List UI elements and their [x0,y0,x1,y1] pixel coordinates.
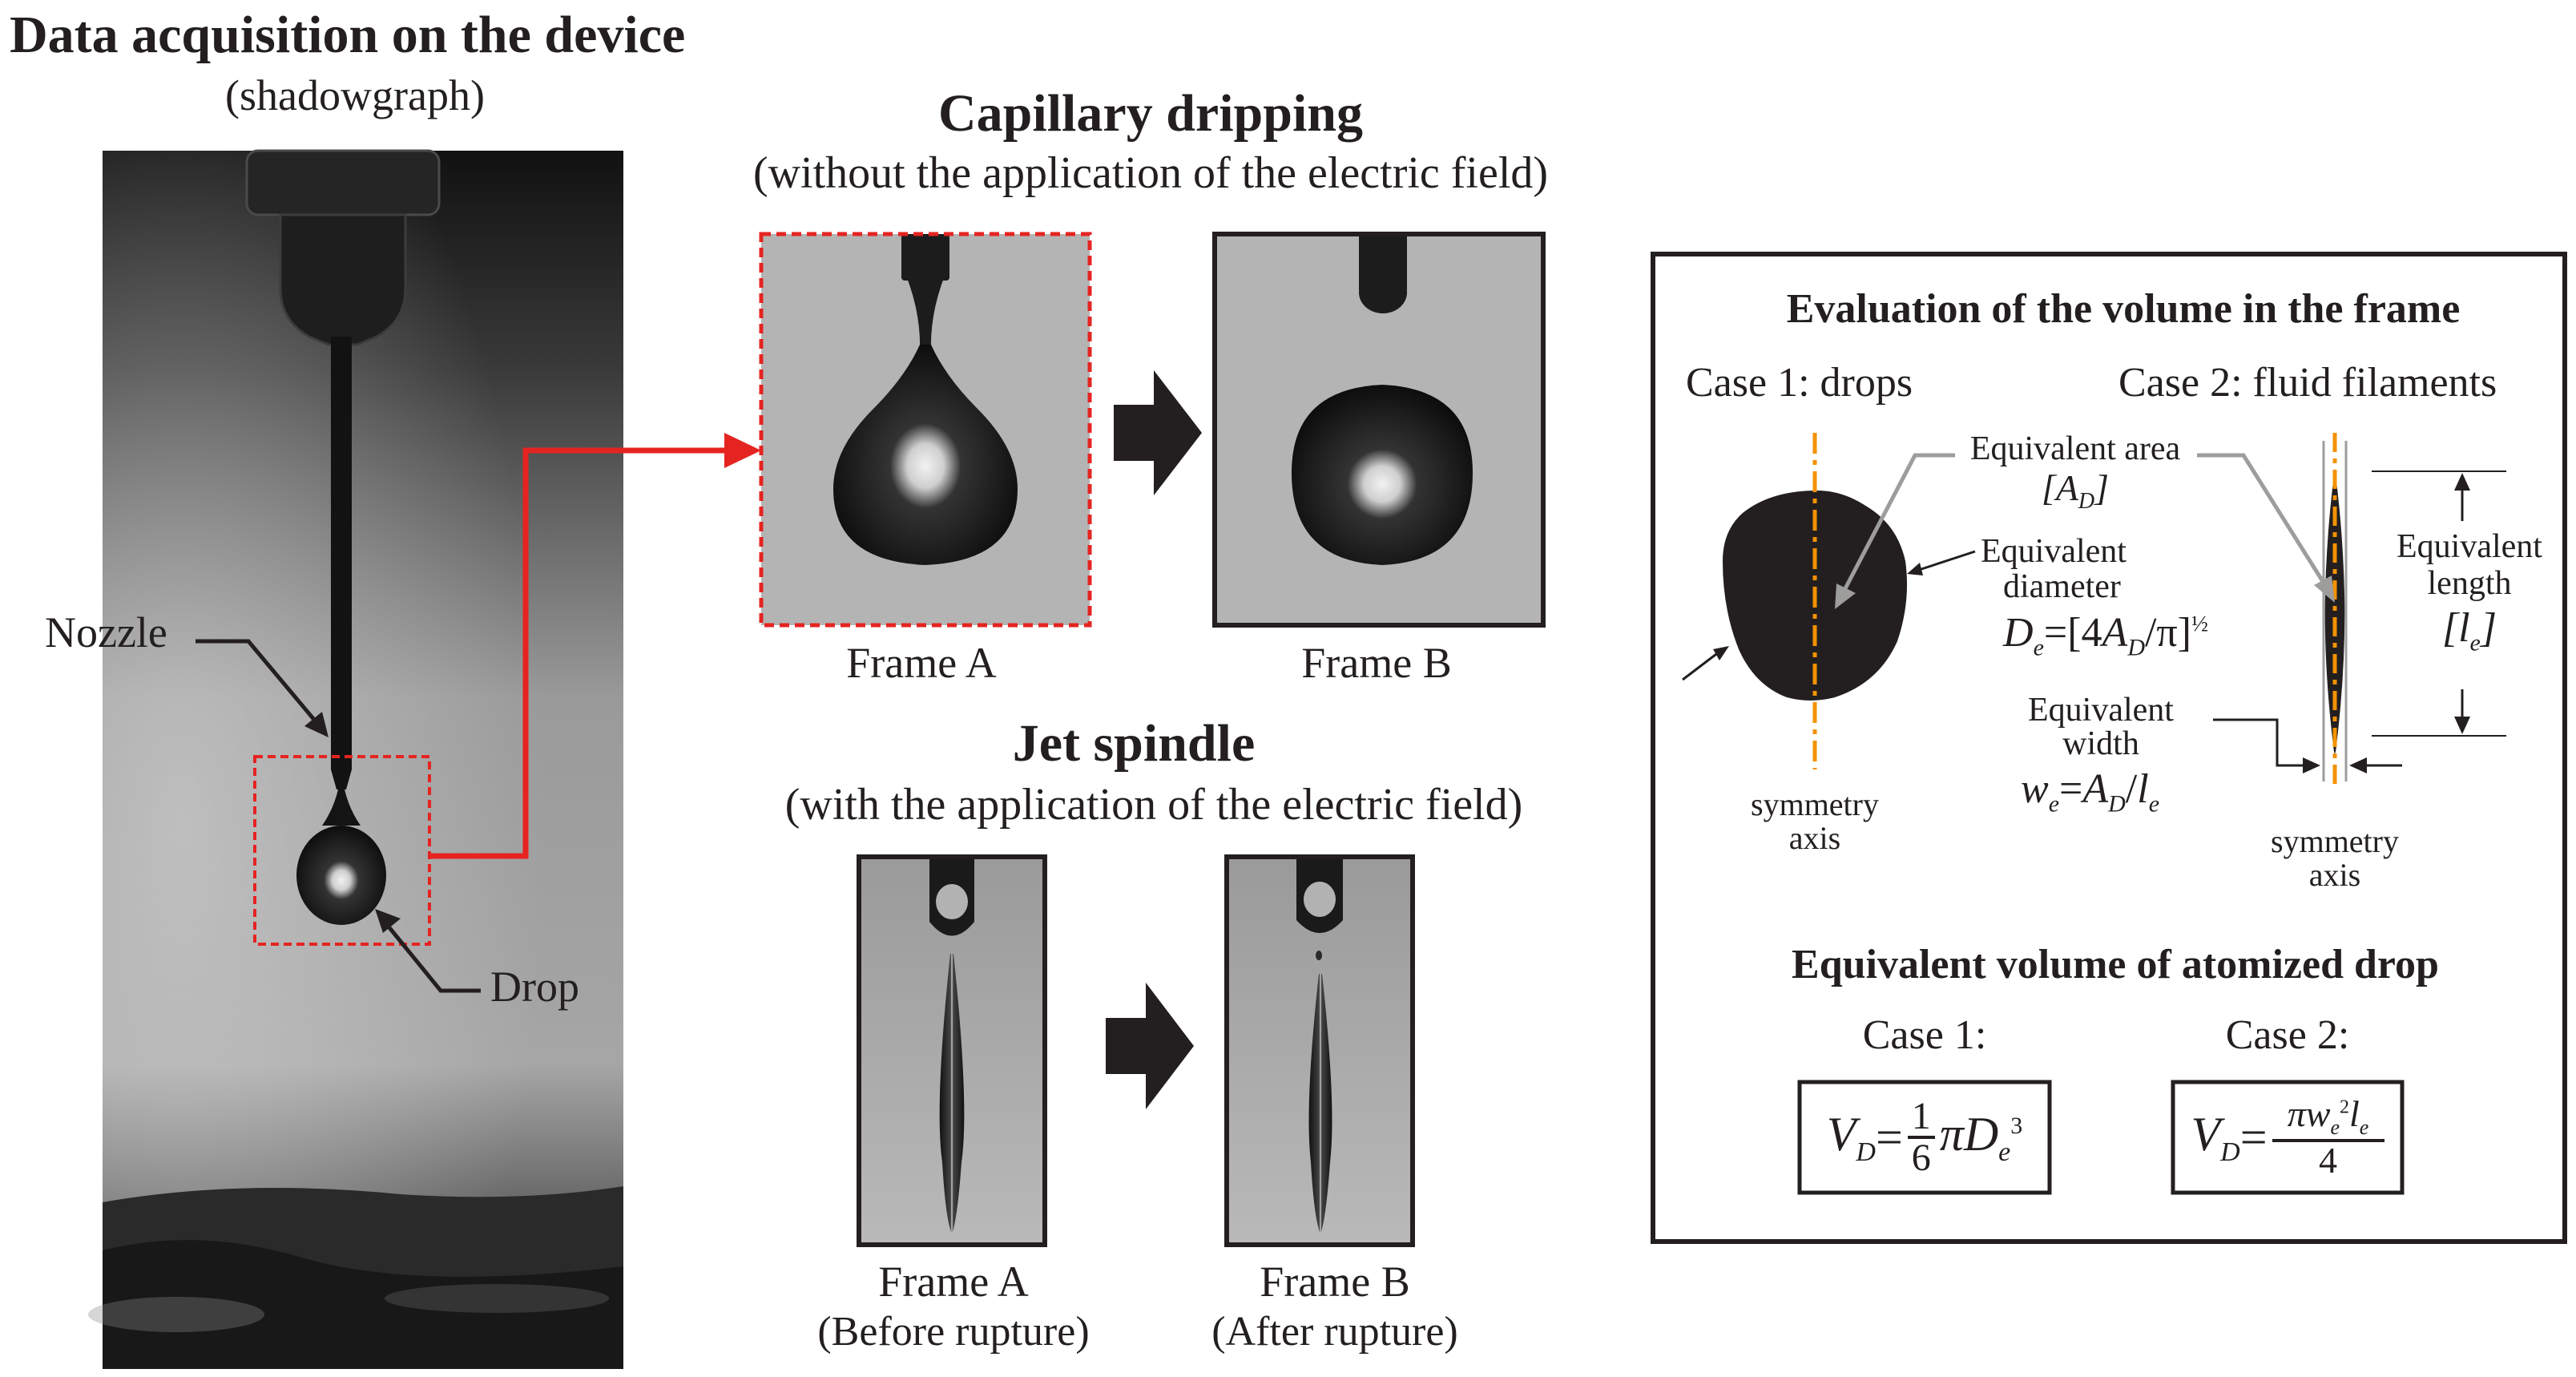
jet-frame-a [857,854,1047,1247]
capillary-title: Capillary dripping [938,84,1363,143]
case2-volume-label: Case 2: [2225,1012,2350,1058]
drop-pointer [383,920,481,993]
jet-transition-arrow [1106,983,1194,1109]
capillary-frame-a [759,232,1092,628]
capillary-frame-a-label: Frame A [846,639,997,687]
shadowgraph-photo [88,149,623,1369]
capillary-frame-b [1212,232,1546,628]
left-title: Data acquisition on the device [10,6,686,64]
equiv-length-label-1: Equivalent [2397,528,2542,565]
equiv-area-symbol: [AD] [2041,467,2110,515]
jet-subtitle: (with the application of the electric fi… [784,780,1523,830]
case2-filament-shape [2324,469,2345,753]
jet-frame-b-note: (After rupture) [1211,1309,1458,1355]
equiv-length-symbol: [le] [2441,605,2497,656]
case2-formula-box [2171,1080,2405,1195]
panel-title: Evaluation of the volume in the frame [1786,286,2461,332]
case1-symmetry-label-1: symmetry [1751,786,1879,822]
equiv-width-label-2: width [2062,725,2139,762]
case2-symmetry-label-2: axis [2308,857,2361,893]
left-subtitle: (shadowgraph) [225,71,485,119]
width-formula: we=AD/le [2021,766,2160,818]
equiv-length-label-2: length [2427,565,2512,602]
case1-symmetry-label-2: axis [1788,820,1841,856]
jet-title: Jet spindle [1012,714,1256,773]
evaluation-panel [1651,252,2567,1244]
case2-symmetry-label-1: symmetry [2271,823,2399,859]
capillary-frame-b-label: Frame B [1301,639,1452,687]
capillary-subtitle: (without the application of the electric… [752,148,1549,198]
nozzle-pointer [196,639,320,727]
roi-box [253,755,431,946]
case1-formula-box [1797,1080,2052,1195]
capillary-transition-arrow [1114,370,1202,495]
volume-title: Equivalent volume of atomized drop [1792,942,2439,987]
case1-heading: Case 1: drops [1686,360,1913,406]
case1-volume-label: Case 1: [1862,1012,1987,1058]
equiv-diameter-label-1: Equivalent [1981,533,2127,570]
roi-connector-arrow [429,447,729,859]
jet-frame-a-note: (Before rupture) [817,1309,1090,1355]
equiv-width-label-1: Equivalent [2028,692,2174,729]
diameter-formula: De=[4AD/π]½ [2003,610,2209,661]
case2-heading: Case 2: fluid filaments [2118,360,2497,406]
jet-frame-b-label: Frame B [1260,1258,1410,1306]
jet-frame-a-label: Frame A [878,1258,1029,1306]
jet-frame-b [1224,854,1415,1247]
nozzle-label: Nozzle [45,608,167,656]
drop-label: Drop [490,963,579,1011]
equiv-diameter-label-2: diameter [2003,568,2121,605]
equiv-area-label: Equivalent area [1969,430,2181,467]
